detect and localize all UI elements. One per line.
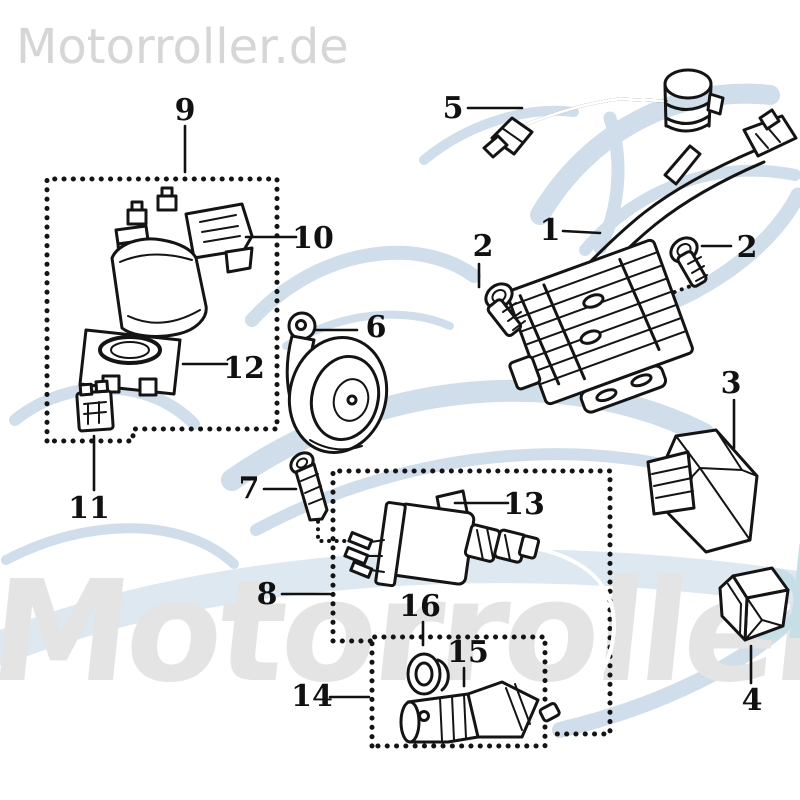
callout-1: 1	[540, 213, 561, 248]
cdi-unit-drawing	[646, 428, 759, 554]
callout-7: 7	[239, 471, 260, 506]
horn-drawing	[285, 311, 389, 454]
callout-5: 5	[443, 91, 464, 126]
callout-16: 16	[399, 589, 441, 624]
leader-1	[561, 229, 602, 235]
callout-8: 8	[257, 577, 278, 612]
callout-15: 15	[447, 635, 489, 670]
callout-9: 9	[175, 93, 196, 128]
spark-plug-cap-drawing	[399, 680, 540, 744]
rectifier-drawing	[506, 238, 694, 414]
callout-4: 4	[742, 683, 763, 718]
ignition-coil-drawing	[343, 501, 617, 723]
grommet-drawing	[406, 652, 450, 696]
brand-watermark-group: Motorroller de	[0, 524, 800, 714]
callout-3: 3	[721, 366, 742, 401]
callout-12: 12	[223, 351, 265, 386]
screw-drawing	[289, 451, 329, 522]
relay-mount-drawing	[78, 328, 182, 397]
callout-11: 11	[68, 491, 110, 526]
fuse-drawing	[75, 379, 115, 433]
callout-14: 14	[291, 679, 333, 714]
callout-6: 6	[366, 310, 387, 345]
bolt-left-drawing	[484, 282, 526, 337]
callout-2-left: 2	[473, 229, 494, 264]
drawings-layer	[75, 68, 798, 744]
dashed-box-8	[330, 468, 613, 737]
cable-drawing	[482, 68, 725, 159]
callout-2-right: 2	[737, 230, 758, 265]
callouts-layer: 9 10 12 11 7 8 5 1 2 2 3 6 13 16 15 14 4	[68, 91, 762, 718]
callout-13: 13	[503, 487, 545, 522]
dashed-leader-screw	[316, 512, 354, 543]
dashed-box-9	[44, 176, 280, 444]
dashed-box-14	[369, 634, 548, 749]
starter-relay-drawing	[110, 186, 254, 338]
brand-header-watermark: Motorroller.de	[16, 19, 349, 75]
flasher-relay-drawing	[718, 566, 790, 642]
bolt-right-drawing	[669, 236, 708, 288]
callout-10: 10	[292, 221, 334, 256]
brand-watermark-main: Motorroller	[0, 551, 800, 714]
